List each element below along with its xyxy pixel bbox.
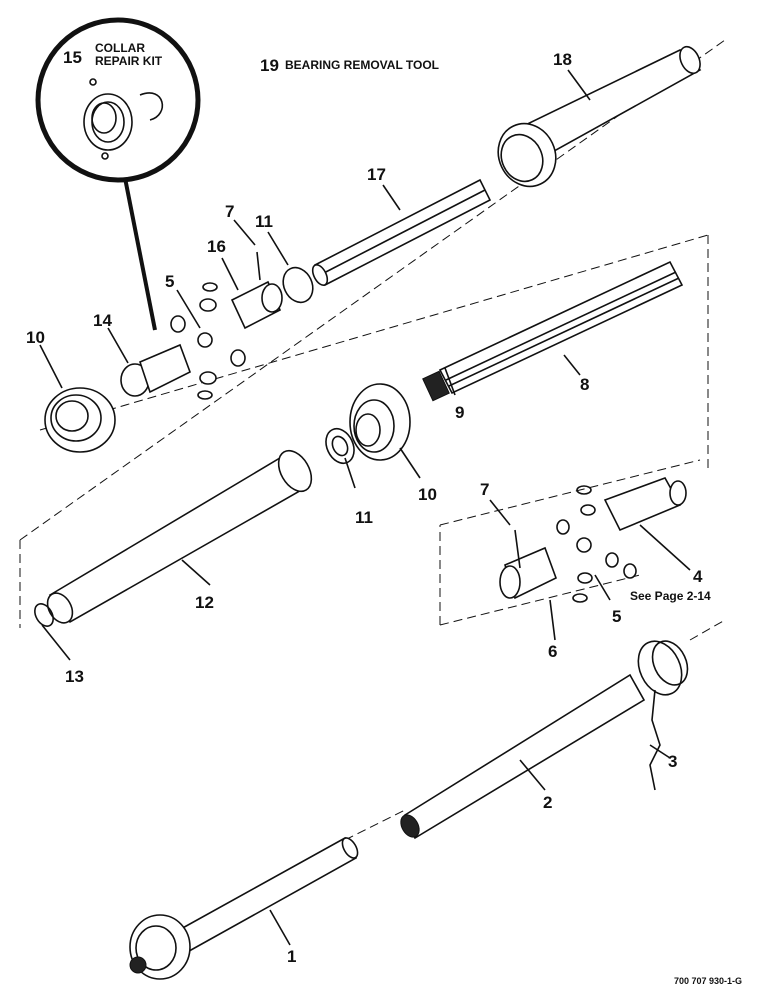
callout-10-left: 10 bbox=[26, 328, 45, 347]
boundary-line bbox=[344, 809, 406, 841]
callout-9: 9 bbox=[455, 403, 464, 422]
callout-3: 3 bbox=[668, 752, 677, 771]
collar-repair-kit-inset bbox=[35, 17, 201, 331]
guard-cone-part-10 bbox=[44, 383, 411, 461]
bearing-ring-part-11 bbox=[282, 266, 355, 465]
callout-4: 4 bbox=[693, 567, 703, 586]
cross-kit-part-5-lower bbox=[556, 485, 637, 603]
callout-6: 6 bbox=[548, 642, 557, 661]
see-page-note: See Page 2-14 bbox=[630, 589, 711, 603]
boundary-line bbox=[689, 619, 726, 641]
snap-ring-part-13 bbox=[34, 603, 54, 627]
bearing-tool-label: BEARING REMOVAL TOOL bbox=[285, 58, 439, 72]
yoke-part-6 bbox=[499, 529, 557, 600]
callout-13: 13 bbox=[65, 667, 84, 686]
callout-18: 18 bbox=[553, 50, 572, 69]
callout-5-lower: 5 bbox=[612, 607, 621, 626]
callout-8: 8 bbox=[580, 375, 589, 394]
boundary-line bbox=[439, 459, 701, 526]
assembled-shaft bbox=[129, 640, 689, 980]
callout-5-top: 5 bbox=[165, 272, 174, 291]
callout-16: 16 bbox=[207, 237, 226, 256]
collar-label-line1: COLLAR bbox=[95, 41, 145, 55]
callout-11-top: 11 bbox=[255, 212, 273, 231]
callout-2: 2 bbox=[543, 793, 552, 812]
callout-19: 19 bbox=[260, 56, 279, 75]
collar-label-line2: REPAIR KIT bbox=[95, 54, 163, 68]
yoke-part-16 bbox=[230, 280, 283, 330]
inner-tube-part-8 bbox=[422, 260, 684, 402]
drawing-number: 700 707 930-1-G bbox=[674, 976, 742, 986]
callout-7-lower: 7 bbox=[480, 480, 489, 499]
callout-12: 12 bbox=[195, 593, 214, 612]
callout-10-right: 10 bbox=[418, 485, 437, 504]
callout-1: 1 bbox=[287, 947, 296, 966]
boundary-line bbox=[439, 574, 641, 626]
inner-tube-part-17 bbox=[311, 178, 492, 287]
outer-tube-part-12 bbox=[46, 449, 313, 624]
boundary-line bbox=[19, 39, 726, 541]
yoke-part-14 bbox=[120, 343, 191, 397]
outer-tube-part-18 bbox=[497, 45, 702, 188]
callout-15: 15 bbox=[63, 48, 82, 67]
cross-kit-part-5-top bbox=[170, 251, 261, 400]
callout-17: 17 bbox=[367, 165, 386, 184]
yoke-part-4 bbox=[603, 477, 687, 532]
leader-lines bbox=[39, 69, 691, 946]
callout-11-lower: 11 bbox=[355, 508, 373, 527]
boundary-line bbox=[39, 234, 709, 431]
callout-7-top: 7 bbox=[225, 202, 234, 221]
callout-14: 14 bbox=[93, 311, 112, 330]
